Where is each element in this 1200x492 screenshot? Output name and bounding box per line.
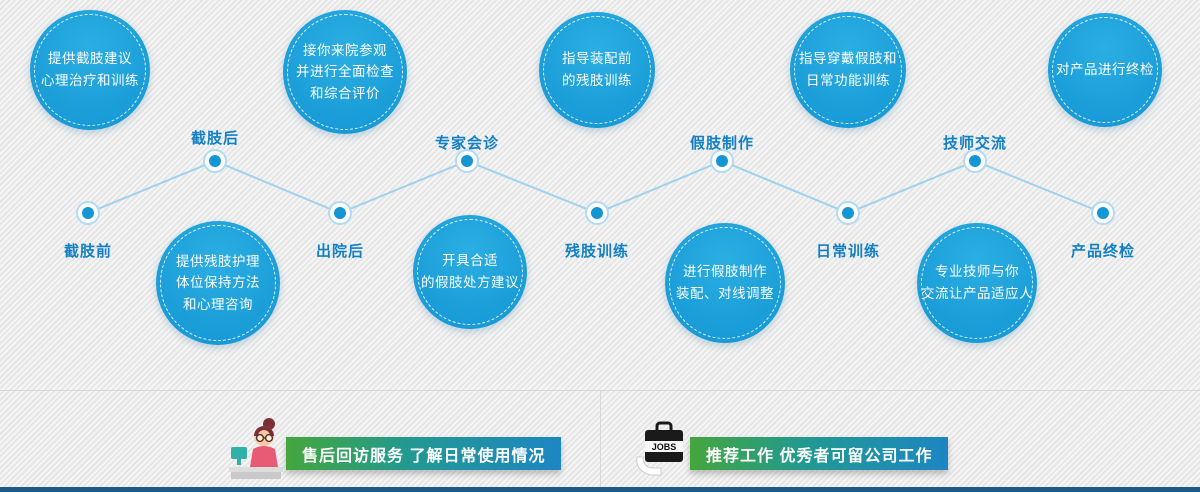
timeline-node-post-amputation [209, 155, 221, 167]
timeline-node-post-discharge [334, 207, 346, 219]
bubble-line: 接你来院参观 [303, 42, 387, 58]
stage-bubble-post-amputation: 提供残肢护理 体位保持方法 和心理咨询 [156, 221, 280, 345]
stage-label-residual-limb-training: 残肢训练 [564, 243, 630, 260]
timeline-node-expert-consultation [461, 155, 473, 167]
jobs-banner-text: 推荐工作 优秀者可留公司工作 [706, 447, 933, 465]
bubble-line: 专业技师与你 [935, 264, 1019, 280]
timeline-node-pre-amputation [82, 207, 94, 219]
bottom-accent-bar [0, 487, 1200, 492]
support-agent-icon [229, 418, 283, 479]
stage-label-daily-training: 日常训练 [815, 243, 881, 260]
bubble-line: 日常功能训练 [806, 73, 890, 88]
bubble-line: 交流让产品适应人 [921, 286, 1033, 301]
jobs-icon-label: JOBS [652, 442, 677, 452]
timeline-node-final-inspection [1097, 207, 1109, 219]
bubble-line: 提供截肢建议 [48, 51, 132, 67]
timeline-node-prosthesis-fabrication [716, 155, 728, 167]
timeline-node-residual-limb-training [591, 207, 603, 219]
after-sales-banner-text: 售后回访服务 了解日常使用情况 [302, 447, 546, 465]
stage-bubble-final-inspection: 对产品进行终检 [1048, 13, 1162, 127]
after-sales-banner[interactable]: 售后回访服务 了解日常使用情况 [286, 437, 562, 470]
stage-label-post-discharge: 出院后 [315, 243, 365, 260]
stage-bubble-expert-consultation: 开具合适 的假肢处方建议 [413, 215, 527, 329]
bubble-line: 的残肢训练 [562, 73, 632, 88]
bubble-line: 进行假肢制作 [683, 264, 767, 280]
stage-bubble-technician-exchange: 专业技师与你 交流让产品适应人 [917, 223, 1037, 343]
bubble-line: 开具合适 [442, 253, 498, 269]
bubble-line: 心理治疗和训练 [41, 73, 139, 88]
bubble-line: 指导装配前 [562, 51, 632, 67]
jobs-briefcase-icon: JOBS [636, 421, 683, 476]
stage-label-final-inspection: 产品终检 [1070, 243, 1136, 260]
stage-bubble-prosthesis-fabrication: 进行假肢制作 装配、对线调整 [665, 223, 785, 343]
stage-label-prosthesis-fabrication: 假肢制作 [689, 135, 755, 152]
stage-label-expert-consultation: 专家会诊 [434, 135, 500, 152]
bubble-line: 装配、对线调整 [676, 286, 774, 301]
bubble-line: 体位保持方法 [176, 275, 260, 291]
bubble-line: 并进行全面检查 [296, 64, 394, 80]
stage-bubble-residual-limb-training: 指导装配前 的残肢训练 [539, 12, 655, 128]
stage-label-pre-amputation: 截肢前 [63, 243, 113, 260]
timeline-node-technician-exchange [969, 155, 981, 167]
bubble-line: 指导穿戴假肢和 [799, 51, 897, 67]
jobs-banner[interactable]: 推荐工作 优秀者可留公司工作 [690, 437, 949, 470]
bubble-line: 对产品进行终检 [1056, 62, 1154, 78]
stage-label-technician-exchange: 技师交流 [942, 135, 1008, 152]
vertical-divider [600, 390, 601, 487]
stage-bubble-post-discharge: 接你来院参观 并进行全面检查 和综合评价 [283, 10, 407, 134]
stage-label-post-amputation: 截肢后 [190, 130, 240, 147]
bubble-line: 和心理咨询 [183, 296, 253, 312]
bubble-line: 提供残肢护理 [176, 253, 260, 269]
timeline-node-daily-training [842, 207, 854, 219]
bubble-line: 和综合评价 [310, 85, 380, 101]
stage-bubble-daily-training: 指导穿戴假肢和 日常功能训练 [790, 12, 906, 128]
bubble-line: 的假肢处方建议 [421, 275, 519, 290]
stage-bubble-pre-amputation: 提供截肢建议 心理治疗和训练 [30, 10, 150, 130]
